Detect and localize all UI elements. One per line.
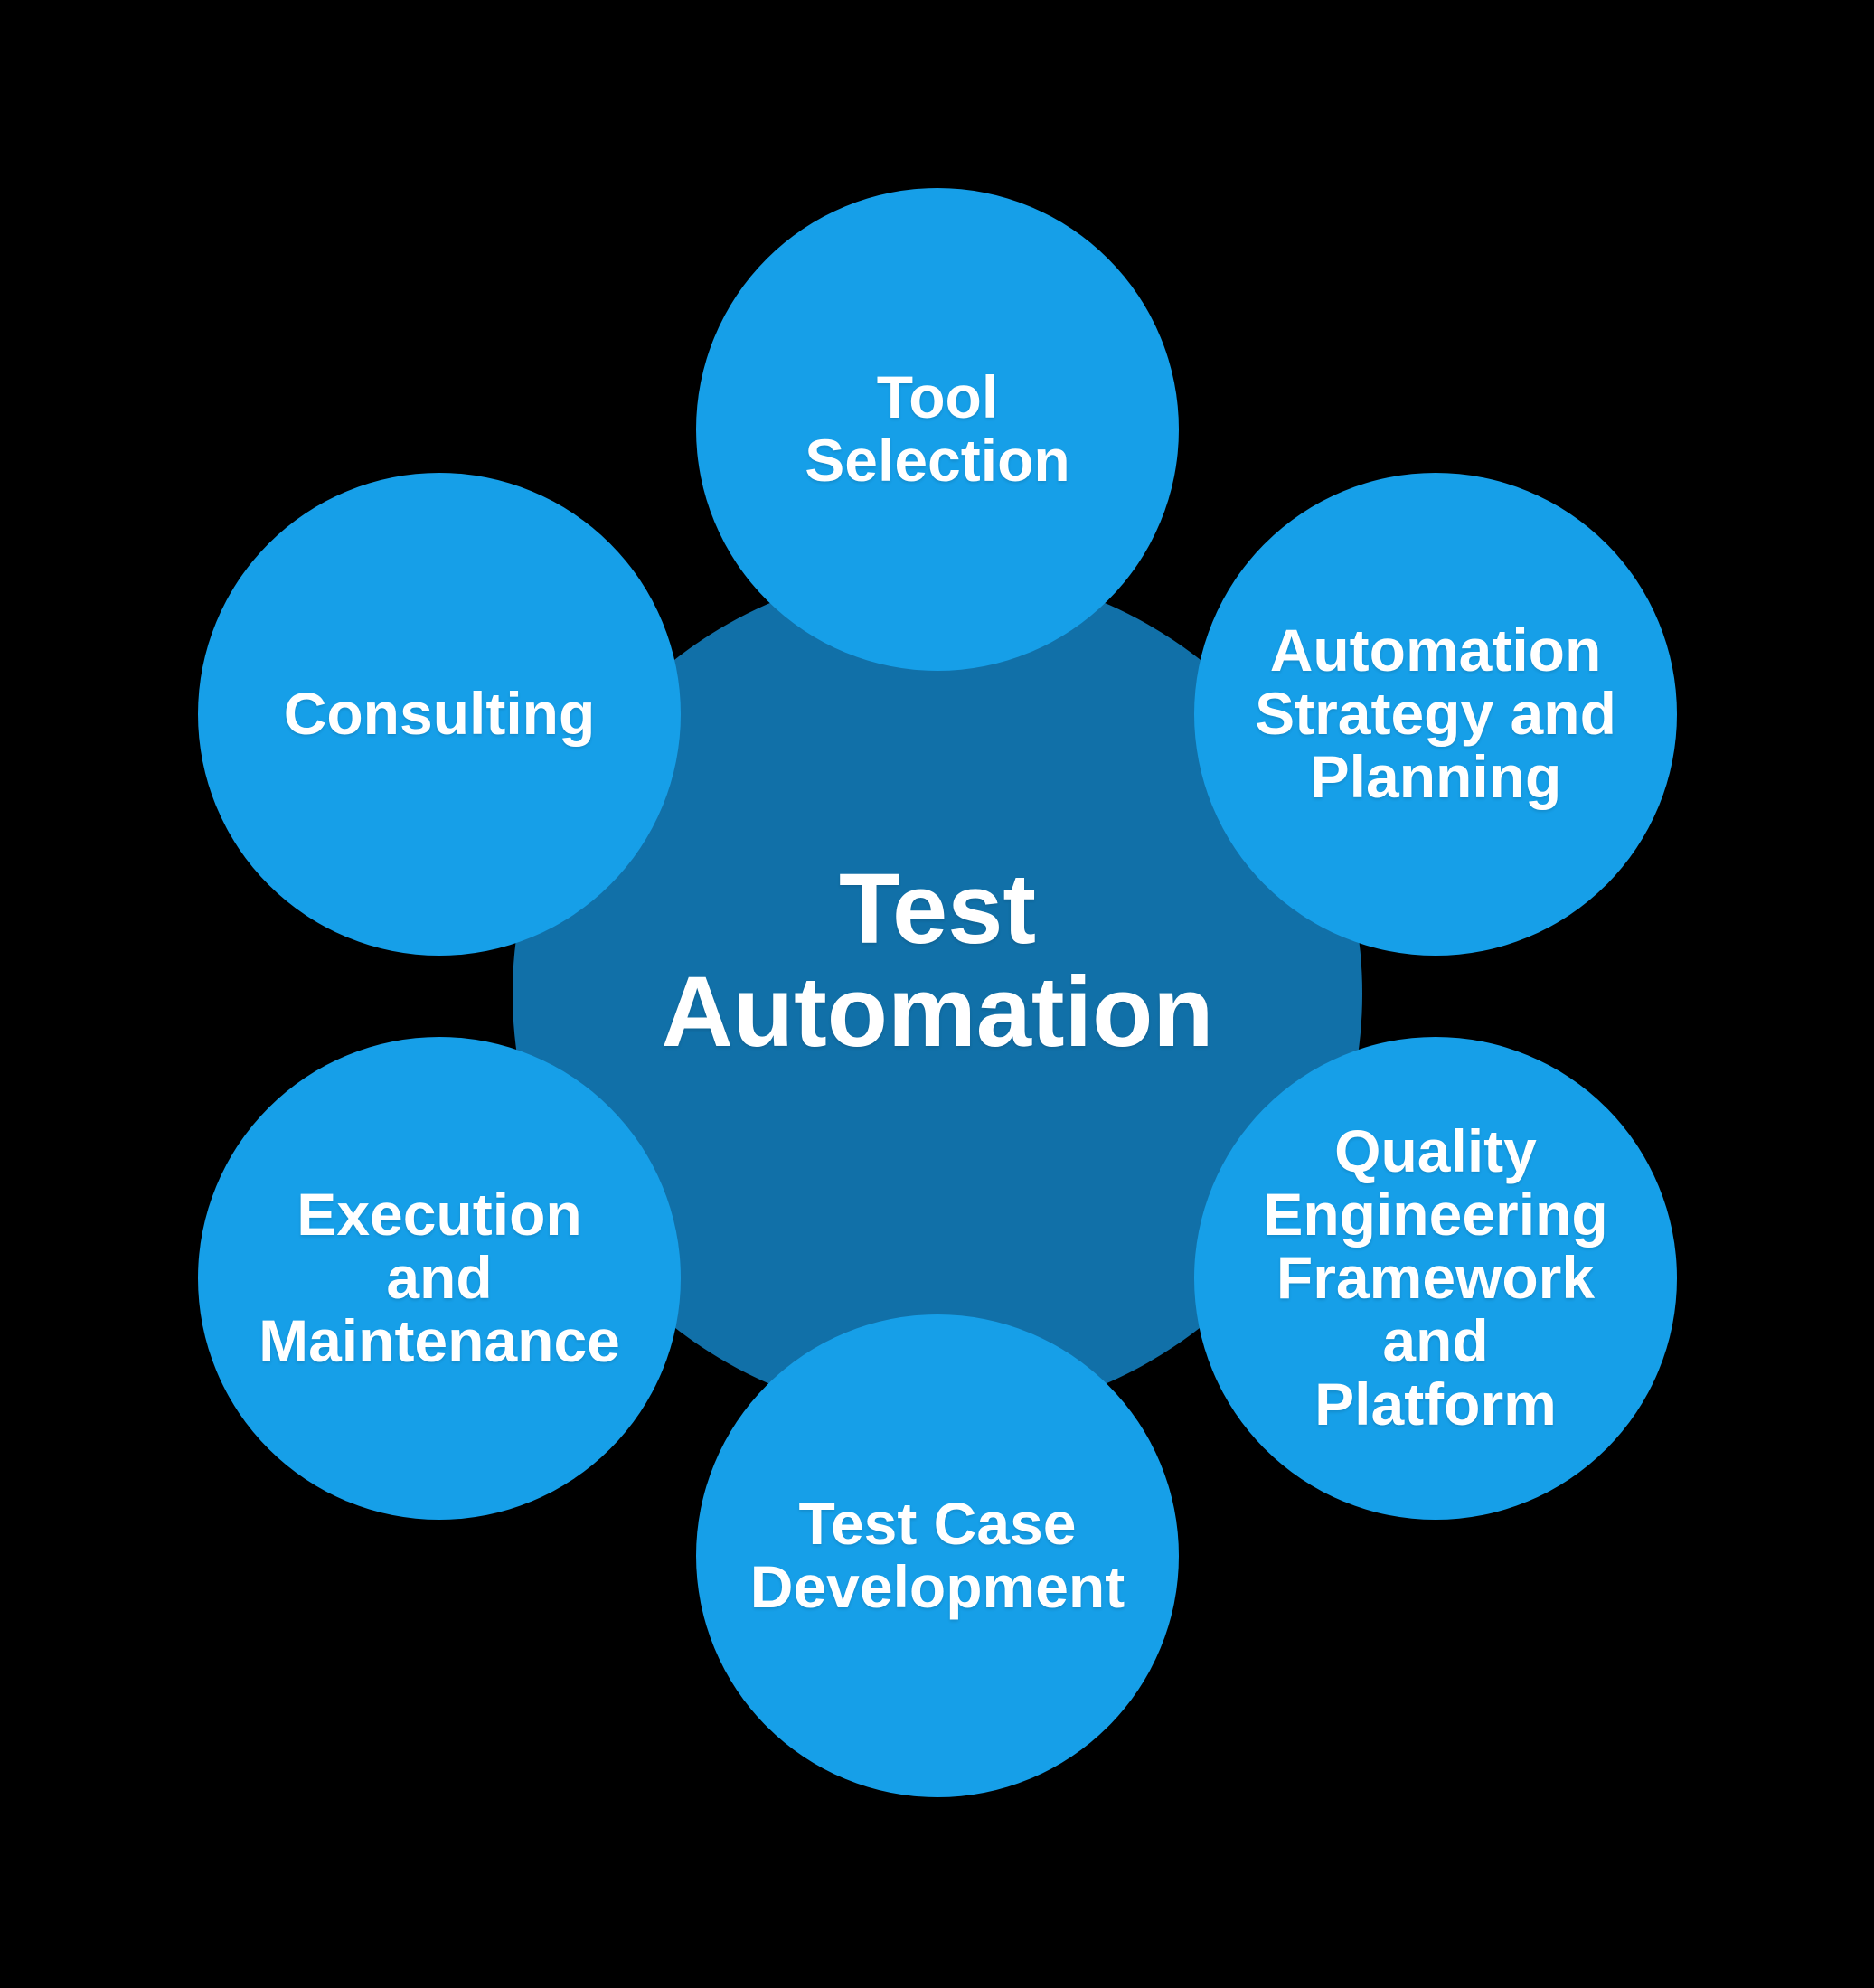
node-label-execution-and-maintenance: Execution and Maintenance <box>259 1181 620 1374</box>
node-label-tool-selection: Tool Selection <box>805 363 1070 494</box>
node-quality-engineering-framework-and-platform: Quality Engineering Framework and Platfo… <box>1194 1037 1677 1520</box>
node-label-quality-engineering-framework-and-platform: Quality Engineering Framework and Platfo… <box>1263 1117 1608 1437</box>
center-node-label: Test Automation <box>661 853 1214 1068</box>
node-execution-and-maintenance: Execution and Maintenance <box>198 1037 681 1520</box>
node-label-automation-strategy-and-planning: Automation Strategy and Planning <box>1255 617 1616 810</box>
node-label-consulting: Consulting <box>283 680 596 748</box>
node-automation-strategy-and-planning: Automation Strategy and Planning <box>1194 473 1677 956</box>
node-label-test-case-development: Test Case Development <box>749 1490 1125 1620</box>
node-test-case-development: Test Case Development <box>696 1314 1179 1797</box>
node-consulting: Consulting <box>198 473 681 956</box>
node-tool-selection: Tool Selection <box>696 188 1179 671</box>
